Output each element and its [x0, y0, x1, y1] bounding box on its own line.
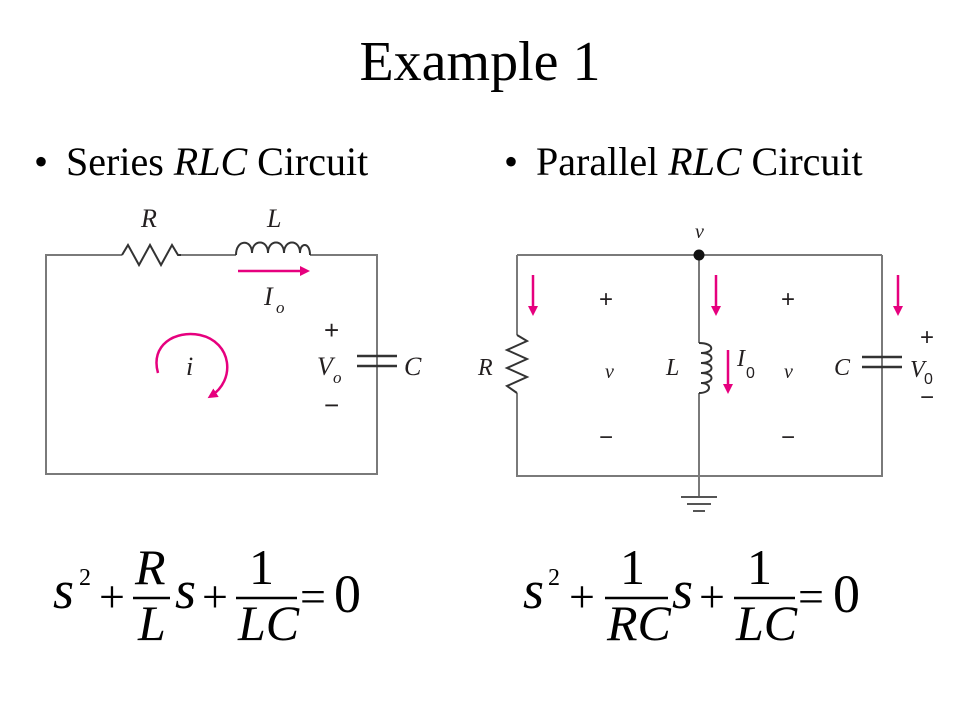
- series-label-i: i: [186, 352, 193, 381]
- parallel-label-plus-1: +: [599, 286, 613, 313]
- eq-num-2: 1: [747, 539, 772, 595]
- parallel-label-vminus: −: [920, 384, 934, 411]
- ground-icon: [681, 496, 717, 512]
- bullet-text-em: RLC: [668, 139, 742, 184]
- eq-den-1: L: [137, 595, 166, 651]
- parallel-label-c: C: [834, 355, 851, 381]
- parallel-label-i0-sub: 0: [746, 365, 755, 382]
- eq-plus: +: [99, 571, 125, 622]
- eq-den-1: RC: [606, 595, 672, 651]
- eq-s: s: [53, 560, 74, 620]
- series-label-vo-sub: o: [333, 368, 342, 387]
- eq-equals: =: [300, 571, 326, 622]
- eq-plus: +: [569, 571, 595, 622]
- eq-den-2: LC: [237, 595, 300, 651]
- bullet-text-pre: Parallel: [536, 139, 669, 184]
- parallel-label-l: L: [665, 355, 679, 381]
- equation-series: s 2 + R L s + 1 LC = 0: [53, 539, 361, 651]
- eq-s: s: [175, 560, 196, 620]
- eq-zero: 0: [833, 564, 860, 624]
- series-label-vo: V: [317, 352, 336, 381]
- series-capacitor: [357, 255, 397, 368]
- series-label-io: I: [263, 282, 274, 311]
- parallel-label-v0: V: [910, 357, 927, 383]
- eq-exponent: 2: [79, 565, 91, 591]
- eq-den-2: LC: [735, 595, 798, 651]
- parallel-wire: [516, 254, 883, 496]
- eq-plus: +: [699, 571, 725, 622]
- eq-zero: 0: [334, 564, 361, 624]
- parallel-label-v-node: v: [695, 221, 704, 243]
- eq-s: s: [523, 560, 544, 620]
- series-inductor: [235, 241, 311, 256]
- eq-num-2: 1: [249, 539, 274, 595]
- parallel-label-minus-2: −: [781, 424, 795, 451]
- eq-s: s: [672, 560, 693, 620]
- series-label-r: R: [140, 204, 157, 233]
- eq-exponent: 2: [548, 565, 560, 591]
- series-resistor: [121, 242, 181, 268]
- bullet-series-rlc: • Series RLC Circuit: [34, 138, 368, 186]
- eq-plus: +: [202, 571, 228, 622]
- bullet-marker: •: [504, 139, 519, 184]
- eq-equals: =: [798, 571, 824, 622]
- series-label-l: L: [266, 204, 281, 233]
- parallel-label-minus-1: −: [599, 424, 613, 451]
- series-rlc-circuit: R L I o i + V o − C: [45, 204, 422, 475]
- series-label-plus: +: [324, 315, 339, 345]
- parallel-label-v0-sub: 0: [924, 371, 933, 388]
- loop-current-arrow-icon: [155, 332, 229, 399]
- bullet-parallel-rlc: • Parallel RLC Circuit: [504, 138, 863, 186]
- eq-num-1: R: [134, 539, 166, 595]
- bullet-text-pre: Series: [66, 139, 174, 184]
- equation-parallel: s 2 + 1 RC s + 1 LC = 0: [523, 539, 860, 651]
- series-label-io-sub: o: [276, 298, 285, 317]
- bullet-text-post: Circuit: [741, 139, 863, 184]
- parallel-resistor: [504, 334, 530, 394]
- parallel-inductor: [698, 342, 713, 394]
- parallel-label-plus-2: +: [781, 286, 795, 313]
- node-dot: [693, 249, 705, 261]
- parallel-label-v-1: v: [605, 361, 614, 383]
- bullet-text-post: Circuit: [247, 139, 369, 184]
- slide-title: Example 1: [359, 31, 601, 93]
- series-wire: [45, 254, 378, 475]
- parallel-rlc-circuit: v R L I 0 C + V 0 − + v − + v −: [477, 221, 934, 512]
- parallel-capacitor: [862, 355, 902, 369]
- parallel-label-i0: I: [736, 346, 746, 372]
- parallel-label-r: R: [477, 355, 493, 381]
- bullet-marker: •: [34, 139, 49, 184]
- parallel-label-vplus: +: [920, 324, 934, 351]
- series-label-minus: −: [324, 390, 339, 420]
- parallel-label-v-2: v: [784, 361, 793, 383]
- bullet-text-em: RLC: [173, 139, 248, 184]
- series-label-c: C: [404, 352, 422, 381]
- eq-num-1: 1: [620, 539, 645, 595]
